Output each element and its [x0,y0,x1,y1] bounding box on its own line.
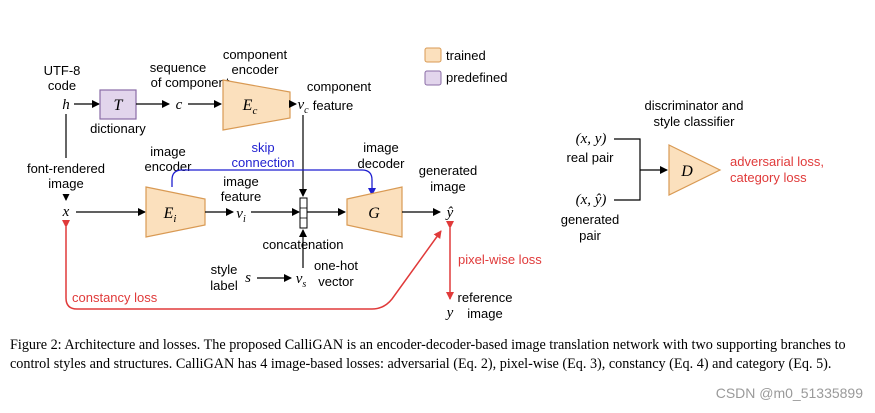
adversarial-loss-label-2: category loss [730,170,807,185]
font-rendered-label-2: image [48,176,83,191]
reference-image-label-1: reference [458,290,513,305]
xy-symbol: (x, y) [576,131,607,147]
component-encoder-trapezoid [222,79,291,131]
c-symbol: c [176,97,183,113]
s-symbol: s [245,270,251,286]
reference-image-label-2: image [467,306,502,321]
skip-connection-arrow [171,169,376,196]
component-feature-label-1: component [307,79,372,94]
generated-pair-label-2: pair [579,228,601,243]
discriminator-label-1: discriminator and [645,98,744,113]
component-encoder-label-2: encoder [232,62,280,77]
sequence-label-2: of component [151,75,230,90]
utf8-label-2: code [48,78,76,93]
component-feature-label-2: feature [313,98,353,113]
legend-predefined-swatch [424,70,442,86]
generated-image-label-2: image [430,179,465,194]
T-symbol: T [114,97,124,114]
constancy-loss-label: constancy loss [72,290,158,305]
vi-symbol: vi [236,206,246,225]
G-symbol: G [368,205,380,222]
legend-trained-swatch [424,47,442,63]
architecture-diagram: trained predefined UTF-8 code h T dictio… [20,47,824,321]
font-rendered-label-1: font-rendered [27,161,105,176]
adversarial-loss-label-1: adversarial loss, [730,154,824,169]
skip-label-1: skip [251,140,274,155]
legend-trained-label: trained [446,48,486,63]
figure-caption: Figure 2: Architecture and losses. The p… [10,337,846,372]
x-symbol: x [62,204,70,220]
utf8-label-1: UTF-8 [44,63,81,78]
onehot-label-1: one-hot [314,258,358,273]
image-encoder-trapezoid [145,186,206,238]
h-symbol: h [62,97,70,113]
discriminator-triangle [668,144,722,196]
constancy-loss-arrow [62,220,442,310]
yhat-symbol: ŷ [445,205,454,221]
vs-symbol: vs [296,271,307,290]
xyhat-symbol: (x, ŷ) [576,192,607,208]
image-decoder-label-2: decoder [358,156,406,171]
skip-label-2: connection [232,155,295,170]
generated-image-label-1: generated [419,163,478,178]
vc-symbol: vc [297,97,309,116]
image-feature-label-1: image [223,174,258,189]
legend-predefined-label: predefined [446,70,507,85]
pair-bracket [614,138,641,201]
Ec-symbol: Ec [242,97,258,117]
watermark: CSDN @m0_51335899 [715,385,863,401]
style-label-1: style [211,262,238,277]
D-symbol: D [680,163,693,180]
font-label-bg [20,158,112,194]
component-encoder-label-1: component [223,47,288,62]
sequence-label-1: sequence [150,60,206,75]
pixel-wise-loss-label: pixel-wise loss [458,252,542,267]
real-pair-label: real pair [567,150,615,165]
generated-pair-label-1: generated [561,212,620,227]
image-feature-label-2: feature [221,189,261,204]
image-decoder-label-1: image [363,140,398,155]
discriminator-label-2: style classifier [654,114,736,129]
y-symbol: y [445,305,454,321]
image-encoder-label-2: encoder [145,159,193,174]
image-encoder-label-1: image [150,144,185,159]
style-label-2: label [210,278,238,293]
concatenation-vector [299,197,308,229]
onehot-label-2: vector [318,274,354,289]
dictionary-label: dictionary [90,121,146,136]
Ei-symbol: Ei [163,205,177,225]
